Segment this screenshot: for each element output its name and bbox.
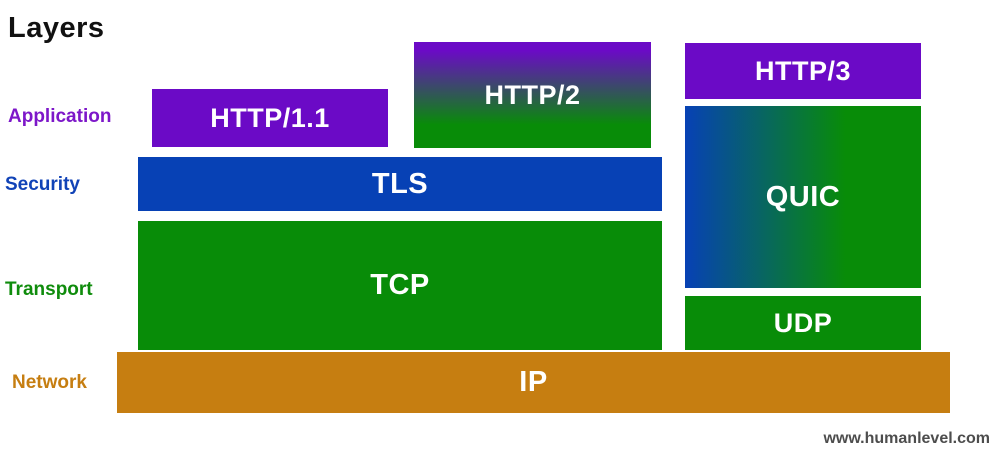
layer-label-network: Network	[12, 372, 87, 393]
box-ip: IP	[117, 352, 950, 413]
diagram-title: Layers	[8, 12, 105, 44]
box-http3-label: HTTP/3	[754, 55, 851, 86]
box-tcp: TCP	[138, 221, 662, 350]
box-http11: HTTP/1.1	[152, 89, 388, 147]
website-credit: www.humanlevel.com	[823, 430, 990, 447]
box-udp-label: UDP	[773, 307, 833, 338]
box-http2-label: HTTP/2	[484, 79, 581, 110]
box-quic-label: QUIC	[765, 180, 841, 213]
box-tls-label: TLS	[371, 167, 429, 200]
box-quic: QUIC	[685, 106, 921, 288]
layer-label-application: Application	[8, 106, 112, 127]
box-http3: HTTP/3	[685, 43, 921, 99]
box-tls: TLS	[138, 157, 662, 211]
box-http11-label: HTTP/1.1	[210, 102, 330, 133]
layer-label-transport: Transport	[5, 279, 93, 300]
layer-label-security: Security	[5, 174, 80, 195]
box-http2: HTTP/2	[414, 42, 651, 148]
box-udp: UDP	[685, 296, 921, 350]
box-ip-label: IP	[519, 366, 548, 398]
box-tcp-label: TCP	[370, 269, 430, 301]
